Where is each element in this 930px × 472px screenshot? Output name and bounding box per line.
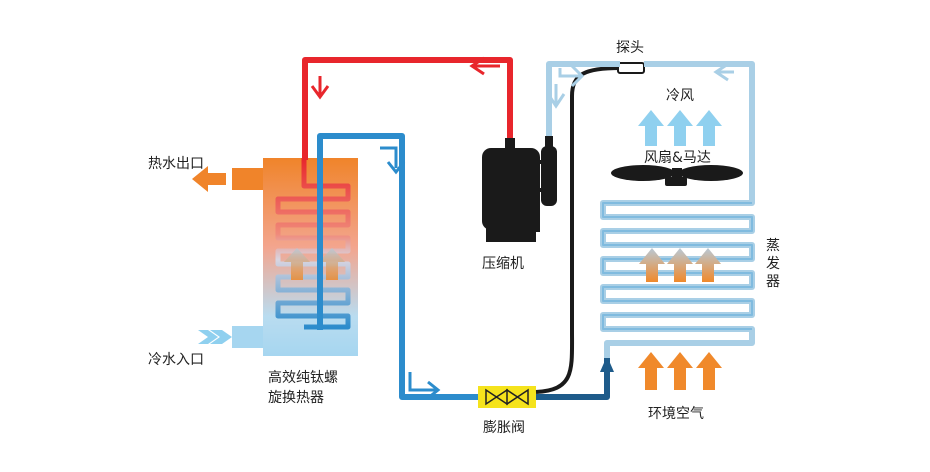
suction-return-pipe	[546, 61, 755, 190]
hot-water-out-arrow-icon	[192, 166, 226, 192]
heat-exchanger	[232, 158, 358, 356]
evaporator-label-1: 蒸	[766, 238, 780, 254]
hot-water-out-label: 热水出口	[148, 156, 204, 172]
fan-icon	[611, 165, 743, 186]
ambient-air-label: 环境空气	[648, 406, 704, 422]
hot-water-outlet-stub	[232, 168, 263, 190]
light-flow-arrow-icon	[558, 64, 585, 88]
hot-discharge-pipe	[302, 57, 513, 160]
dark-flow-arrow-icon	[600, 356, 614, 372]
rise-arrow-icon	[284, 248, 310, 280]
spiral-coil	[275, 158, 351, 330]
evaporator-coil-inner	[602, 202, 753, 330]
heat-rise-arrow-icon	[639, 248, 665, 282]
evaporator-label-3: 器	[766, 274, 780, 290]
fan-motor-label: 风扇&马达	[644, 150, 711, 166]
heat-exchanger-label-1: 高效纯钛螺	[268, 369, 338, 386]
heat-exchanger-label-2: 旋换热器	[268, 389, 324, 406]
heat-rise-arrow-icon	[695, 248, 721, 282]
ambient-air-arrow-icon	[696, 352, 722, 390]
heat-rise-arrow-icon	[667, 248, 693, 282]
expansion-valve	[478, 386, 536, 408]
light-flow-arrow-icon	[546, 84, 566, 109]
compressor-label: 压缩机	[482, 256, 524, 272]
cold-air-arrow-icon	[638, 110, 664, 146]
ambient-air-arrow-icon	[667, 352, 693, 390]
ambient-air-arrow-icon	[638, 352, 664, 390]
red-flow-arrow-icon	[469, 56, 500, 76]
light-flow-arrow-icon	[713, 62, 734, 82]
cold-water-inlet-stub	[232, 326, 263, 348]
blue-flow-arrow-icon	[408, 372, 441, 400]
cold-water-in-arrow-icon	[198, 330, 232, 344]
cold-water-in-label: 冷水入口	[148, 352, 204, 368]
cold-air-arrow-icon	[667, 110, 693, 146]
expansion-valve-label: 膨胀阀	[483, 419, 525, 436]
capillary-line	[535, 66, 621, 394]
rise-arrow-icon	[319, 248, 345, 280]
cold-air-arrow-icon	[696, 110, 722, 146]
red-flow-arrow-icon	[310, 76, 330, 100]
blue-flow-arrow-icon	[380, 146, 406, 175]
evaporator-label-2: 发	[766, 256, 780, 272]
probe-label: 探头	[616, 40, 644, 56]
probe	[617, 62, 645, 74]
cold-air-label: 冷风	[666, 88, 694, 104]
compressor	[482, 136, 557, 242]
